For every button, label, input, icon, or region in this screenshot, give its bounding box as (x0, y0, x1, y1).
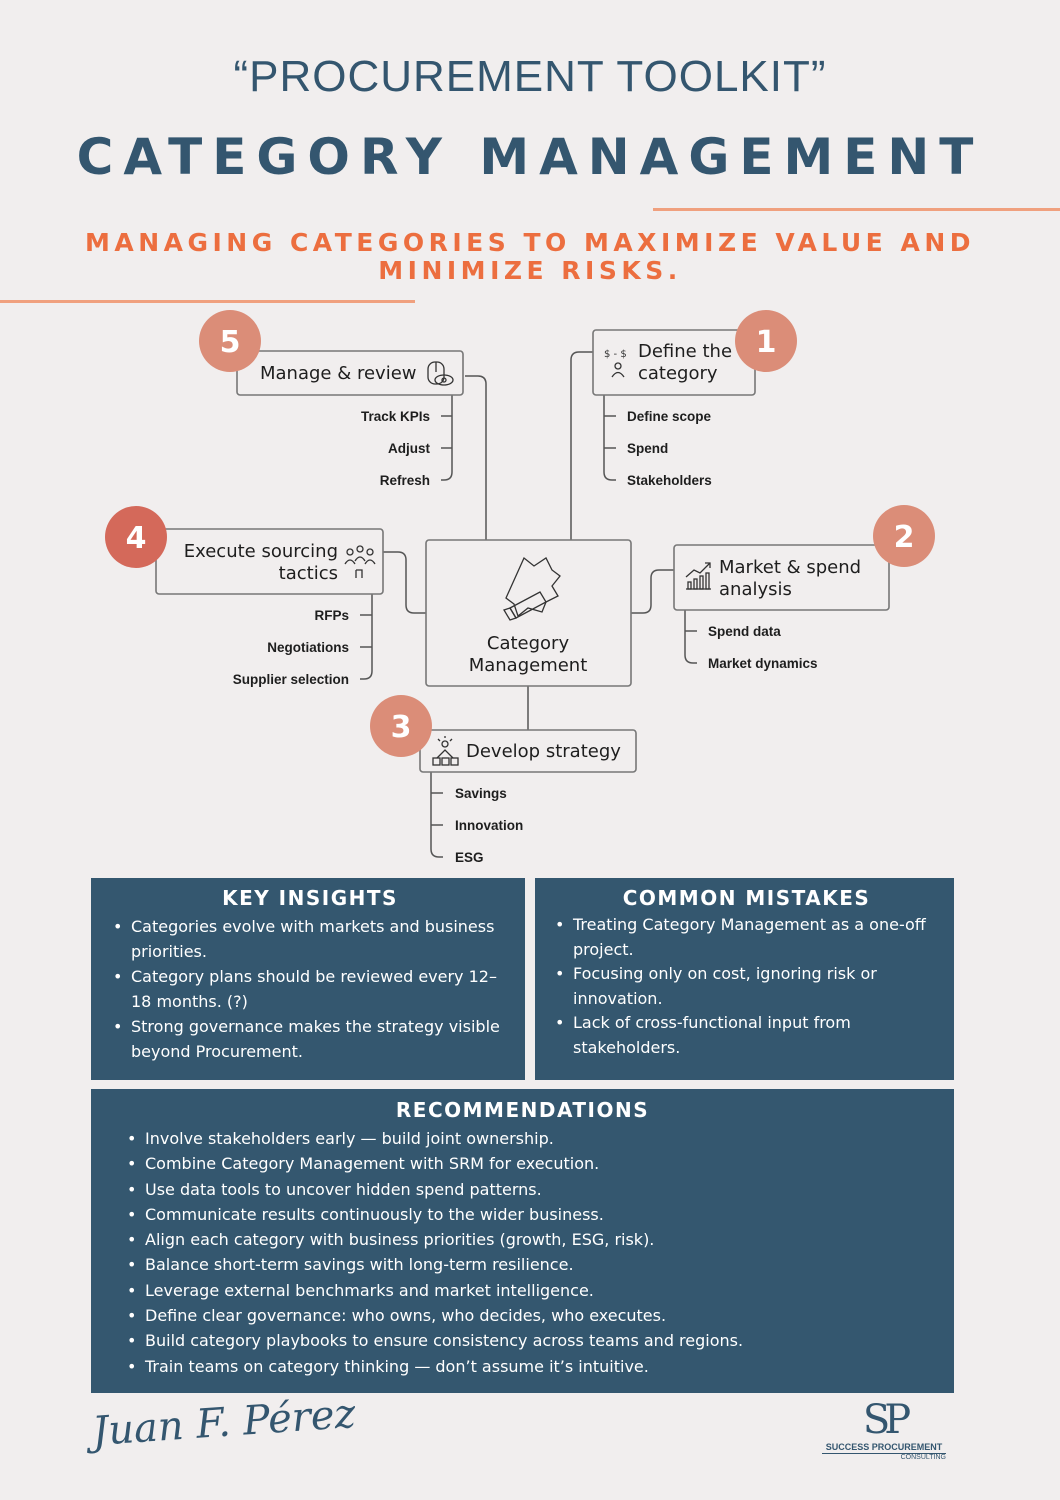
step-3-badge (370, 695, 432, 757)
bracket-step-3 (430, 772, 443, 858)
list-item: Train teams on category thinking — don’t… (127, 1354, 934, 1380)
step-1-item-3: Stakeholders (627, 473, 712, 488)
list-item: Communicate results continuously to the … (127, 1202, 934, 1228)
step-4-node (155, 528, 384, 595)
step-2-item-1: Spend data (708, 624, 781, 639)
step-4-item-3: Supplier selection (233, 672, 349, 687)
step-4-item-2: Negotiations (267, 640, 349, 655)
step-2-badge (873, 505, 935, 567)
step-3-node (419, 729, 637, 773)
step-5-item-1: Track KPIs (361, 409, 430, 424)
toolkit-heading: “PROCUREMENT TOOLKIT” (233, 52, 827, 101)
recommendations-panel: RECOMMENDATIONS Involve stakeholders ear… (91, 1089, 954, 1393)
step-3-item-1: Savings (455, 786, 507, 801)
bracket-step-4 (360, 594, 373, 680)
common-mistakes-list: Treating Category Management as a one-of… (555, 913, 938, 1060)
list-item: Category plans should be reviewed every … (113, 964, 507, 1014)
key-insights-list: Categories evolve with markets and busin… (113, 914, 507, 1064)
step-3-label: Develop strategy (466, 741, 621, 762)
bracket-step-5 (441, 395, 453, 481)
money-person-icon: $ - $ (604, 349, 627, 378)
subtitle: MANAGING CATEGORIES TO MAXIMIZE VALUE AN… (60, 229, 1000, 285)
subtitle-line-2: MINIMIZE RISKS. (378, 256, 682, 285)
bracket-step-2 (684, 610, 697, 664)
list-item: Lack of cross-functional input from stak… (555, 1011, 938, 1060)
step-1-number: 1 (756, 325, 777, 360)
list-item: Focusing only on cost, ignoring risk or … (555, 962, 938, 1011)
step-4-label-line-1: Execute sourcing (184, 541, 338, 562)
connector-center-to-5 (465, 375, 487, 540)
step-5-label: Manage & review (260, 363, 417, 384)
step-1-item-1: Define scope (627, 409, 712, 424)
list-item: Leverage external benchmarks and market … (127, 1278, 934, 1304)
subtitle-line-1: MANAGING CATEGORIES TO MAXIMIZE VALUE AN… (84, 228, 975, 257)
step-4-number: 4 (126, 521, 147, 556)
common-mistakes-title: COMMON MISTAKES (622, 886, 871, 910)
center-label-line-1: Category (487, 633, 570, 654)
recommendations-list: Involve stakeholders early — build joint… (127, 1126, 934, 1379)
step-4-item-1: RFPs (314, 608, 349, 623)
center-label-line-2: Management (469, 655, 588, 676)
list-item: Build category playbooks to ensure consi… (127, 1328, 934, 1354)
step-5-item-3: Refresh (380, 473, 430, 488)
step-2-item-2: Market dynamics (708, 656, 818, 671)
connector-center-to-4 (383, 551, 426, 614)
logo-company-name: SUCCESS PROCUREMENT (822, 1442, 946, 1454)
megaphone-icon (503, 556, 561, 621)
author-signature: Juan F. Pérez (90, 1390, 358, 1456)
connector-center-to-1 (570, 351, 593, 540)
step-3-number: 3 (391, 710, 412, 745)
center-node (425, 539, 632, 687)
step-4-badge (105, 506, 167, 568)
list-item: Define clear governance: who owns, who d… (127, 1303, 934, 1329)
mind-map-diagram: Category Management Manage & review 5 Tr… (105, 310, 935, 865)
step-3-item-2: Innovation (455, 818, 523, 833)
step-2-node (673, 544, 890, 611)
bracket-step-1 (603, 395, 616, 481)
list-item: Use data tools to uncover hidden spend p… (127, 1177, 934, 1203)
list-item: Categories evolve with markets and busin… (113, 914, 507, 964)
step-1-label-line-1: Define the (638, 341, 732, 362)
common-mistakes-panel: COMMON MISTAKES Treating Category Manage… (535, 878, 954, 1080)
logo-company-subtitle: CONSULTING (900, 1454, 946, 1461)
step-5-badge (199, 310, 261, 372)
logo-mark: SP (862, 1397, 911, 1443)
chart-icon (685, 562, 711, 590)
connector-center-to-2 (631, 569, 674, 614)
step-5-number: 5 (220, 325, 241, 360)
step-3-item-3: ESG (455, 850, 484, 865)
step-2-number: 2 (894, 520, 915, 555)
team-icon (344, 545, 376, 578)
svg-text:$ - $: $ - $ (604, 349, 627, 360)
list-item: Strong governance makes the strategy vis… (113, 1014, 507, 1064)
step-1-badge (735, 310, 797, 372)
company-logo: SP SUCCESS PROCUREMENT CONSULTING (822, 1398, 946, 1461)
key-insights-panel: KEY INSIGHTS Categories evolve with mark… (91, 878, 525, 1080)
step-2-label-line-1: Market & spend (719, 557, 861, 578)
step-5-item-2: Adjust (388, 441, 431, 456)
review-icon (427, 361, 454, 386)
strategy-icon (432, 736, 459, 766)
recommendations-title: RECOMMENDATIONS (395, 1098, 650, 1122)
list-item: Balance short-term savings with long-ter… (127, 1252, 934, 1278)
step-4-label-line-2: tactics (279, 563, 338, 584)
step-1-item-2: Spend (627, 441, 668, 456)
list-item: Combine Category Management with SRM for… (127, 1151, 934, 1177)
list-item: Align each category with business priori… (127, 1227, 934, 1253)
step-1-label-line-2: category (638, 363, 718, 384)
step-5-node (236, 350, 464, 396)
step-2-label-line-2: analysis (719, 579, 792, 600)
top-right-rule (653, 208, 1060, 211)
top-left-rule (0, 300, 415, 303)
page-title: CATEGORY MANAGEMENT (76, 128, 984, 186)
list-item: Treating Category Management as a one-of… (555, 913, 938, 962)
key-insights-title: KEY INSIGHTS (222, 886, 398, 910)
list-item: Involve stakeholders early — build joint… (127, 1126, 934, 1152)
